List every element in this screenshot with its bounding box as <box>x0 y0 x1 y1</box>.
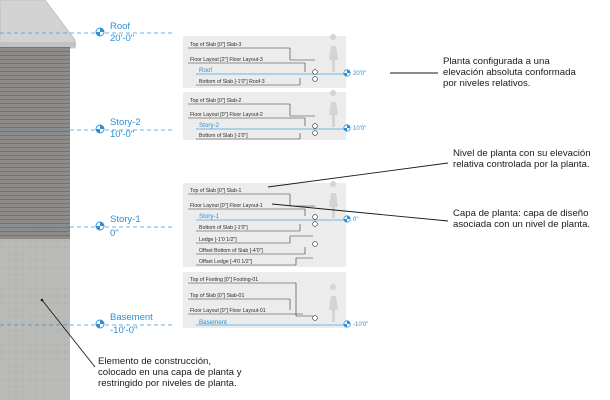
panel-row: Offset Bottom of Slab [-4'0"] <box>199 248 263 254</box>
building-section <box>0 0 76 400</box>
panel-background <box>183 272 346 328</box>
panel-row: Ledge [-1'0 1/2"] <box>199 237 237 243</box>
story-panel-story1: Top of Slab [0"] Slab-1 Floor Layout [0"… <box>183 181 358 267</box>
level-marker-story1: Story-1 0" <box>95 214 141 239</box>
story-panel-basement: Top of Footing [0"] Footing-01 Top of Sl… <box>183 272 368 328</box>
person-figure-icon <box>329 284 338 322</box>
annotation-design-layer: Capa de planta: capa de diseño asociada … <box>453 208 591 230</box>
level-marker-roof: Roof 20'-0" <box>95 21 134 44</box>
panel-row: Top of Slab [0"] Slab-2 <box>190 98 242 104</box>
annotation-story-level: Planta configurada a una elevación absol… <box>443 56 576 89</box>
story-panel-story2: Top of Slab [0"] Slab-2 Floor Layout [0"… <box>183 90 366 140</box>
leader-layer-level <box>267 162 449 188</box>
roof-shape <box>0 0 76 49</box>
level-marker-basement: Basement -10'-0" <box>95 312 153 336</box>
leader-dot <box>40 298 44 302</box>
panel-row: Bottom of Slab [-1'0"] <box>199 225 248 231</box>
panel-row: Top of Slab [0"] Slab-01 <box>190 293 244 299</box>
level-name: Story-1 <box>110 214 141 225</box>
panel-background <box>183 92 346 140</box>
panel-level-row: Basement <box>199 319 227 326</box>
level-elevation: 0" <box>110 228 119 239</box>
level-elevation: 20'-0" <box>110 33 134 44</box>
panel-elevation: 20'0" <box>353 71 366 77</box>
level-name: Story-2 <box>110 117 141 128</box>
panel-background <box>183 36 346 88</box>
panel-elevation: 10'0" <box>353 126 366 132</box>
panel-level-row: Story-1 <box>199 213 220 220</box>
siding-wall <box>0 47 70 239</box>
annotation-leaders <box>41 72 449 368</box>
roof-fascia <box>0 42 76 47</box>
panel-row: Floor Layout [2"] Floor Layout-3 <box>190 57 263 63</box>
panel-elevation: -10'0" <box>353 322 368 328</box>
annotation-layer-level: Nivel de planta con su elevación relativ… <box>453 148 591 170</box>
level-name: Basement <box>110 312 153 323</box>
panel-elevation: 0" <box>353 217 358 223</box>
level-elevation: 10'-0" <box>110 129 134 140</box>
person-figure-icon <box>329 181 338 218</box>
level-marker-story2: Story-2 10'-0" <box>95 117 141 140</box>
level-name: Roof <box>110 21 130 32</box>
panel-level-row: Roof <box>199 67 212 74</box>
level-lines <box>0 32 175 326</box>
leader-building-element <box>41 299 96 368</box>
annotation-building-element: Elemento de construcción, colocado en un… <box>98 356 242 389</box>
leader-design-layer <box>271 203 449 222</box>
story-panel-roof: Top of Slab [0"] Slab-3 Floor Layout [2"… <box>183 34 366 88</box>
panel-row: Top of Footing [0"] Footing-01 <box>190 277 258 283</box>
foundation-wall <box>0 239 70 400</box>
panel-row: Bottom of Slab [-1'0"] <box>199 133 248 139</box>
panel-row: Top of Slab [0"] Slab-3 <box>190 42 242 48</box>
panel-level-row: Story-2 <box>199 122 220 129</box>
person-figure-icon <box>329 34 338 72</box>
panel-row: Floor Layout [0"] Floor Layout-1 <box>190 203 263 209</box>
person-figure-icon <box>329 90 338 127</box>
level-elevation: -10'-0" <box>110 325 137 336</box>
panel-row: Top of Slab [0"] Slab-1 <box>190 188 242 194</box>
panel-row: Bottom of Slab [-1'0"] Roof-3 <box>199 79 265 85</box>
panel-background <box>183 183 346 267</box>
panel-row: Floor Layout [0"] Floor Layout-2 <box>190 112 263 118</box>
panel-row: Floor Layout [0"] Floor Layout-01 <box>190 308 266 314</box>
panel-row: Offset Ledge [-4'0 1/2"] <box>199 259 252 265</box>
